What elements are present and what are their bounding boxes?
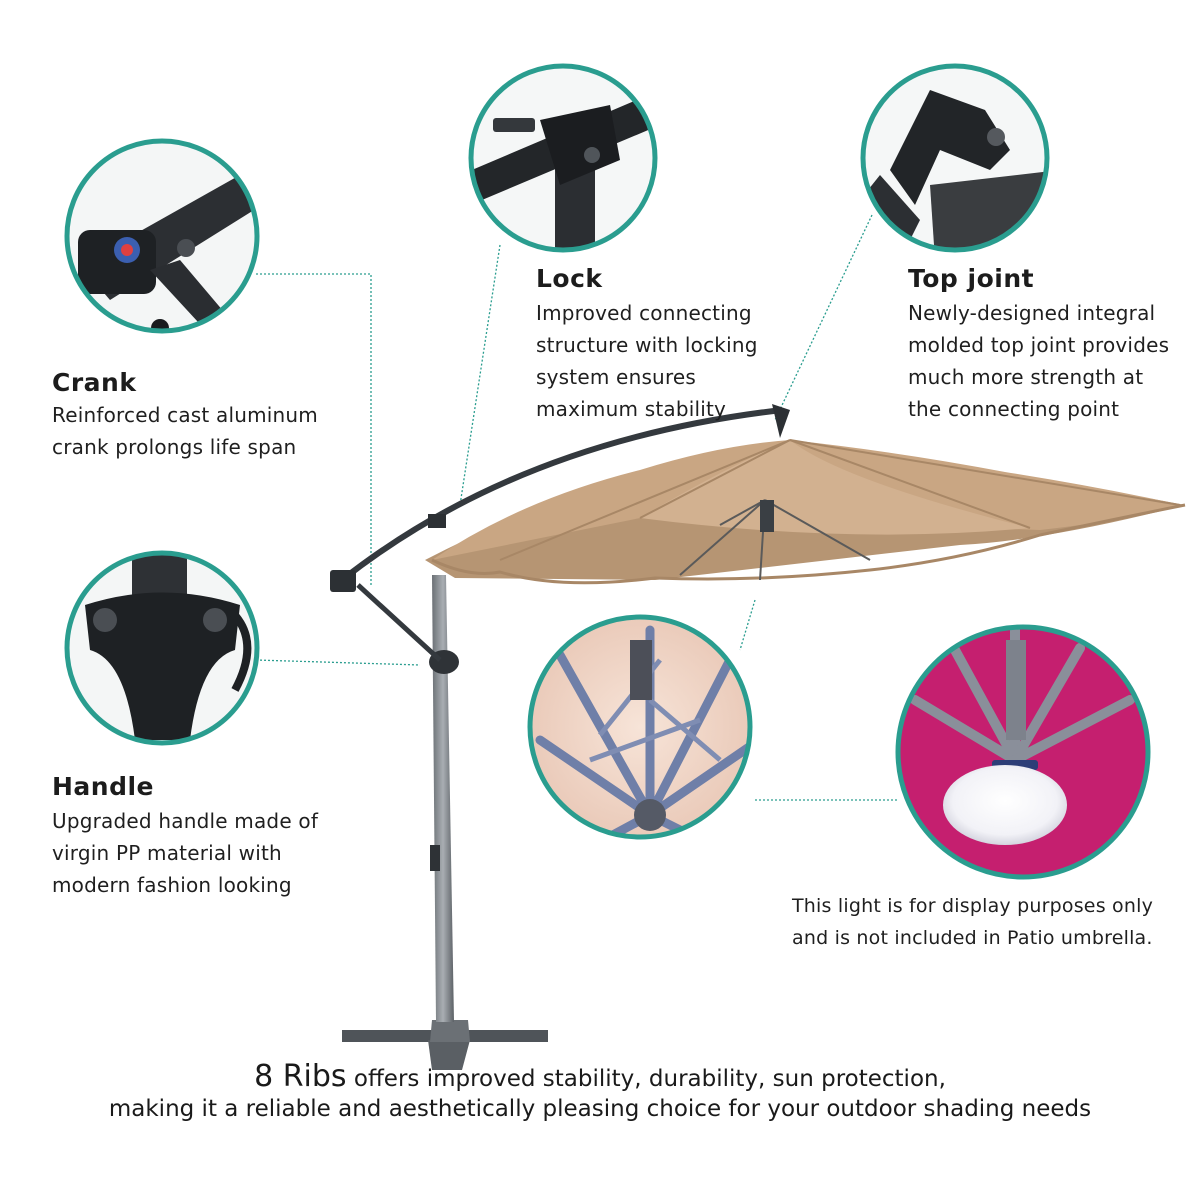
lock-title: Lock xyxy=(536,264,603,293)
connector-lines xyxy=(255,214,898,801)
lock-clamp xyxy=(428,514,446,528)
top-joint-line-2: molded top joint provides xyxy=(908,333,1170,357)
lock-connector xyxy=(459,244,501,506)
ribs-connector xyxy=(739,599,756,651)
crank-line-1: Reinforced cast aluminum xyxy=(52,403,318,427)
crank-title: Crank xyxy=(52,368,137,397)
lock-line-4: maximum stability xyxy=(536,397,727,421)
canopy-seams xyxy=(499,439,1181,561)
crank-line-2: crank prolongs life span xyxy=(52,435,297,459)
lock-line-2: structure with locking xyxy=(536,333,758,357)
cross-base xyxy=(342,1020,548,1070)
top-joint xyxy=(772,404,790,438)
footer-line-1: 8 Ribs offers improved stability, durabi… xyxy=(0,1062,1200,1094)
top-joint-title: Top joint xyxy=(908,264,1035,293)
handle-feature: Handle Upgraded handle made of virgin PP… xyxy=(52,772,318,901)
top-joint-line-4: the connecting point xyxy=(908,397,1120,421)
top-joint-connector xyxy=(774,214,873,421)
top-joint-line-3: much more strength at xyxy=(908,365,1144,389)
pole xyxy=(432,575,454,1022)
canopy-panel xyxy=(640,440,1030,535)
handle-detail-circle xyxy=(64,550,260,746)
support-strut xyxy=(356,583,442,662)
top-joint-feature: Top joint Newly-designed integral molded… xyxy=(908,264,1169,425)
handle-connector xyxy=(255,659,421,666)
handle-line-2: virgin PP material with xyxy=(52,841,282,865)
footer-line-1-text: offers improved stability, durability, s… xyxy=(353,1066,946,1092)
lock-line-3: system ensures xyxy=(536,365,697,389)
lock-feature: Lock Improved connecting structure with … xyxy=(536,264,758,425)
lock-description: Improved connecting structure with locki… xyxy=(536,297,758,425)
top-joint-description: Newly-designed integral molded top joint… xyxy=(908,297,1169,425)
ribs-highlight: 8 Ribs xyxy=(254,1059,347,1094)
crank-feature: Crank Reinforced cast aluminum crank pro… xyxy=(52,368,318,463)
top-joint-detail-circle xyxy=(860,63,1050,253)
handle-line-3: modern fashion looking xyxy=(52,873,292,897)
hub xyxy=(760,500,774,532)
ribs-detail-circle xyxy=(527,614,753,840)
handle-description: Upgraded handle made of virgin PP materi… xyxy=(52,805,318,901)
crank-detail-circle xyxy=(64,138,260,334)
top-joint-line-1: Newly-designed integral xyxy=(908,301,1156,325)
lock-line-1: Improved connecting xyxy=(536,301,752,325)
crank-description: Reinforced cast aluminum crank prolongs … xyxy=(52,399,318,463)
cantilever-arm xyxy=(340,407,783,583)
light-detail-circle xyxy=(895,624,1151,880)
handle-title: Handle xyxy=(52,772,155,801)
handle-line-1: Upgraded handle made of xyxy=(52,809,319,833)
umbrella xyxy=(330,404,1186,1070)
crank-housing xyxy=(330,570,356,592)
light-disclaimer-line-1: This light is for display purposes only xyxy=(792,895,1154,917)
lock-detail-circle xyxy=(468,63,658,253)
footer-line-2: making it a reliable and aesthetically p… xyxy=(108,1096,1092,1122)
pole-latch xyxy=(430,845,440,871)
footer-caption: 8 Ribs offers improved stability, durabi… xyxy=(0,1062,1200,1124)
light-disclaimer: This light is for display purposes only … xyxy=(792,890,1153,954)
light-disclaimer-line-2: and is not included in Patio umbrella. xyxy=(792,927,1153,949)
canopy-edge xyxy=(431,503,1186,585)
